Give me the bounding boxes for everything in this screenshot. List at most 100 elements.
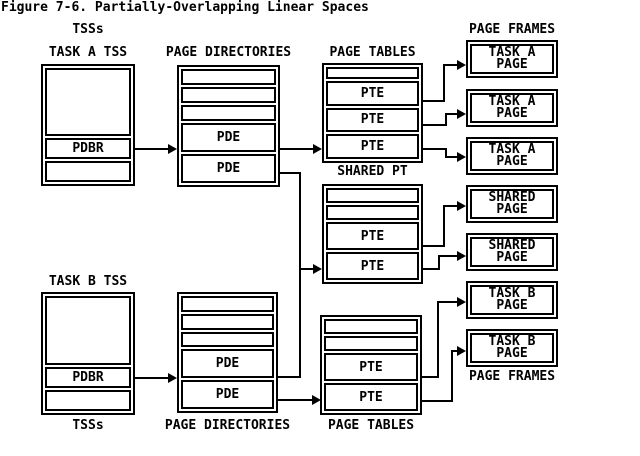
shared-pt-pte-cell-2: PTE [326,252,419,280]
label-page-directories-top: PAGE DIRECTORIES [165,45,292,60]
pt-bottom-pte-cell-2: PTE [324,383,418,411]
pt-top-cell-1 [326,67,419,79]
frame-text: TASK B [488,334,536,349]
page-directory-top-box: PDE PDE [177,65,280,187]
task-b-tss-empty-cell [45,296,131,365]
frame-text: PAGE [496,154,528,169]
connector-bpte1-out [422,376,439,378]
connector-into-shared-pt [299,268,315,270]
task-a-tss-empty-cell [45,68,131,136]
arrowhead-icon [457,297,466,307]
arrowhead-icon [457,60,466,70]
frame-text: PAGE [496,106,528,121]
arrowhead-icon [457,346,466,356]
pd-top-pde-cell-2: PDE [181,154,276,183]
task-a-pdbr-cell: PDBR [45,138,131,159]
pd-bottom-cell-2 [181,313,274,330]
label-task-b-tss: TASK B TSS [48,274,128,289]
label-page-tables-bottom: PAGE TABLES [327,418,415,433]
pt-bottom-pte-cell-1: PTE [324,353,418,381]
connector-shared-pte1-in [443,205,459,207]
pd-top-pde-cell-1: PDE [181,123,276,152]
pd-bottom-cell-1 [181,296,274,312]
arrowhead-icon [457,152,466,162]
frame-text: SHARED [488,238,536,253]
task-a-tss-empty-cell-2 [45,161,131,182]
connector-pde-to-page-table-top [280,148,315,150]
pt-top-pte-cell-1: PTE [326,80,419,106]
connector-shared-pte1-out [423,245,445,247]
connector-pde-b-to-shared [278,376,301,378]
label-tsss-bottom: TSSs [72,418,104,433]
connector-bpte2-in [451,350,459,352]
connector-pte1-in [443,64,459,66]
pd-top-cell-3 [181,105,276,121]
page-directory-bottom-box: PDE PDE [177,292,278,413]
pd-bottom-pde-cell-1: PDE [181,349,274,379]
arrowhead-icon [313,264,322,274]
label-shared-pt: SHARED PT [337,164,408,179]
connector-bpte1-in [437,301,459,303]
task-a-tss-box: PDBR [41,64,135,186]
label-tsss-top: TSSs [72,22,104,37]
figure-title: Figure 7-6. Partially-Overlapping Linear… [1,0,369,15]
pt-bottom-cell-1 [324,319,418,334]
connector-bpte2-up [451,350,453,402]
connector-pdbr-a-to-directory [135,148,170,150]
connector-pte1-out [423,100,445,102]
connector-pte3-out [423,148,447,150]
arrowhead-icon [313,144,322,154]
label-page-frames-bottom: PAGE FRAMES [468,369,556,384]
connector-pte2-in [445,113,459,115]
frame-text: TASK A [488,45,536,60]
pt-bottom-cell-2 [324,336,418,351]
connector-pte2-out [423,124,447,126]
label-task-a-tss: TASK A TSS [48,45,128,60]
pt-top-pte-cell-3: PTE [326,134,419,159]
connector-bpte2-out [422,400,453,402]
frame-text: PAGE [496,346,528,361]
shared-pt-pte-cell-1: PTE [326,222,419,250]
frame-text: PAGE [496,250,528,265]
frame-text: TASK A [488,142,536,157]
connector-shared-pte1-up [443,205,445,247]
task-b-tss-box: PDBR [41,292,135,415]
arrowhead-icon [168,373,177,383]
pd-bottom-pde-cell-2: PDE [181,380,274,409]
pd-top-cell-1 [181,69,276,85]
arrowhead-icon [168,144,177,154]
page-table-bottom-box: PTE PTE [320,315,422,415]
connector-pte3-down [445,148,447,158]
arrowhead-icon [457,109,466,119]
connector-pde-a-to-shared [280,172,301,174]
frame-text: PAGE [496,202,528,217]
arrowhead-icon [457,201,466,211]
connector-pte1-up [443,64,445,102]
pd-top-cell-2 [181,87,276,103]
arrowhead-icon [457,251,466,261]
frame-text: PAGE [496,57,528,72]
connector-pdbr-b-to-directory [135,377,170,379]
connector-pde-to-page-table-bottom [278,399,314,401]
task-b-pdbr-cell: PDBR [45,367,131,388]
connector-shared-pte2-out [423,268,440,270]
label-page-directories-bottom: PAGE DIRECTORIES [164,418,291,433]
arrowhead-icon [312,395,321,405]
shared-pt-cell-1 [326,188,419,203]
shared-pt-cell-2 [326,205,419,220]
page-table-top-box: PTE PTE PTE [322,63,423,163]
frame-text: TASK B [488,286,536,301]
label-page-frames-top: PAGE FRAMES [468,22,556,37]
connector-pte2-up [445,113,447,126]
pt-top-pte-cell-2: PTE [326,107,419,133]
connector-shared-pte2-in [438,255,459,257]
connector-pte3-in [445,156,459,158]
